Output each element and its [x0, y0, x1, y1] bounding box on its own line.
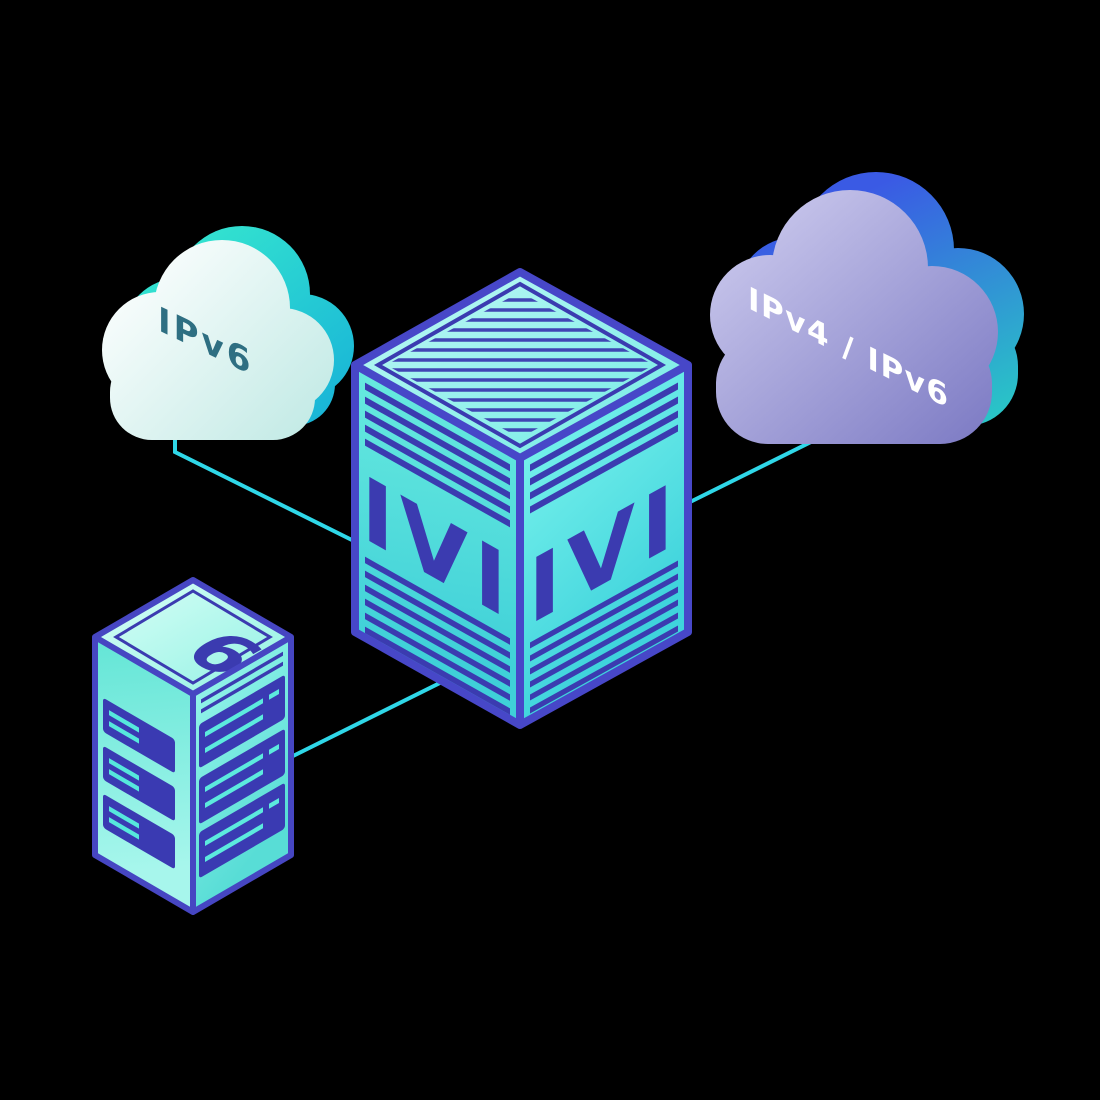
cube-top-inset-border	[373, 281, 667, 449]
server-vent-lines	[201, 651, 283, 714]
server-right-face	[193, 637, 291, 912]
ivi-translator-box: IVI IVI	[351, 268, 692, 729]
ipv6-cloud-front-layer	[102, 240, 334, 440]
cube-right-bottom-stripes	[530, 560, 678, 714]
cube-right-face: IVI	[520, 364, 688, 725]
cube-left-bottom-stripes	[365, 556, 510, 715]
server-edges	[92, 577, 294, 915]
ipv6-server: 6	[92, 577, 294, 915]
ipv4-ipv6-cloud: IPv4 / IPv6	[710, 172, 1024, 444]
cube-edges	[351, 268, 692, 729]
cube-left-top-stripes	[365, 382, 510, 528]
server-tray-panels	[199, 675, 285, 878]
cube-right-top-stripes	[530, 382, 678, 514]
ipv4-ipv6-cloud-front-layer	[710, 190, 998, 444]
cube-left-face: IVI	[355, 365, 520, 725]
server-left-face	[95, 637, 193, 912]
ipv6-cloud: IPv6	[102, 226, 354, 440]
server-top-inset-border	[113, 589, 273, 685]
server-drive-slots	[109, 710, 139, 840]
server-tray-lines	[205, 688, 279, 863]
